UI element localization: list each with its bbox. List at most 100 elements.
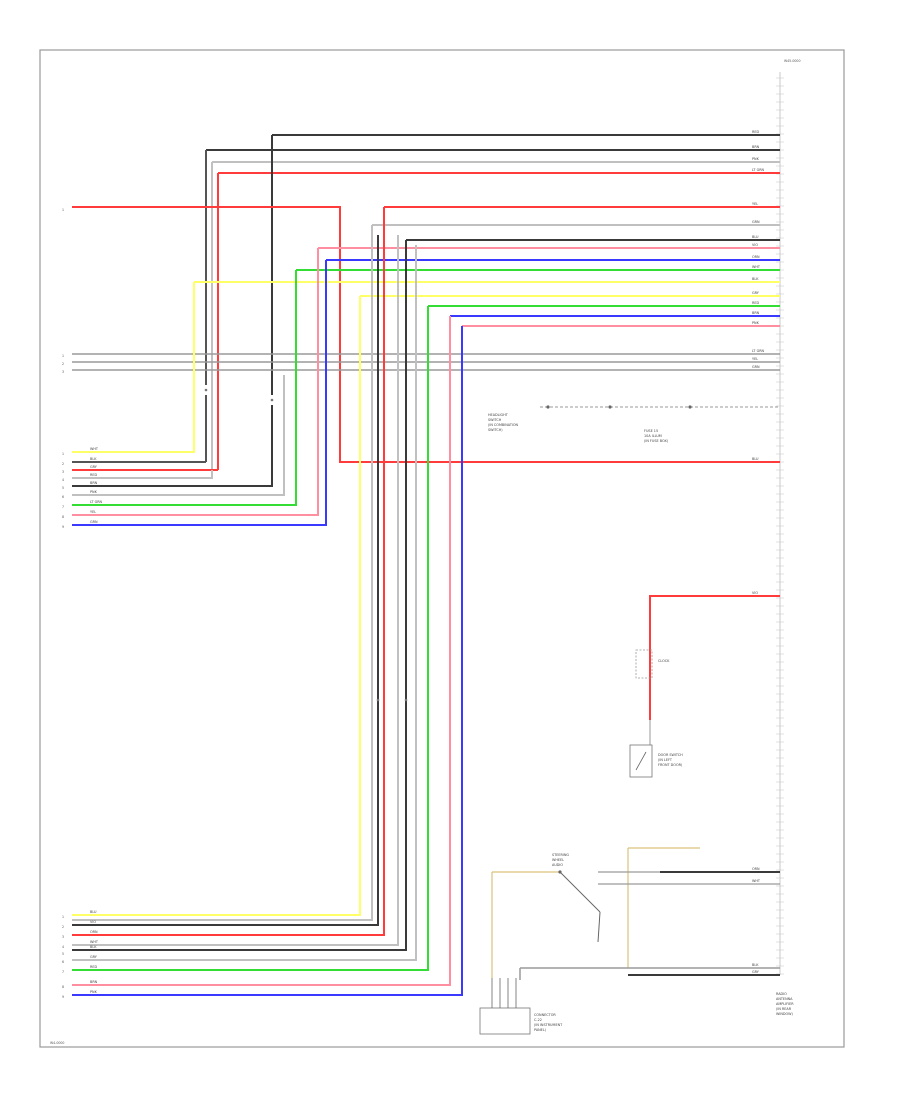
- right-wire-label: BLK: [752, 963, 759, 967]
- steering-switches: STEERING WHEEL AUDIO: [552, 853, 601, 943]
- steering-label-2: WHEEL: [552, 858, 564, 862]
- fuse-block: FUSE 15 10A ILLUM (IN FUSE BOX): [644, 429, 669, 443]
- wire-gray-l2: [72, 375, 285, 496]
- splices: [204, 388, 408, 702]
- bottom-conn-label-4: PANEL): [534, 1028, 547, 1032]
- svg-text:1: 1: [62, 354, 64, 358]
- clock-label: CLOCK: [658, 659, 670, 663]
- right-wire-label: VIO: [752, 591, 758, 595]
- svg-text:5: 5: [62, 486, 64, 490]
- left-wire-label: RED: [90, 965, 97, 969]
- bottom-left-code: W4-0000: [50, 1041, 64, 1045]
- wire-pink-l: [72, 248, 319, 516]
- svg-text:1: 1: [62, 452, 64, 456]
- right-wire-label: RED: [752, 130, 759, 134]
- right-wire-label: ORN: [752, 867, 760, 871]
- left-wire-label: VIO: [90, 920, 96, 924]
- left-wire-label: BLK: [90, 457, 97, 461]
- wires: [72, 134, 780, 996]
- wire-black-l2: [72, 480, 273, 487]
- wire-black-dn2: [72, 240, 407, 951]
- right-wire-label: GRY: [752, 291, 760, 295]
- wire-tan-br: [491, 847, 700, 978]
- svg-text:2: 2: [62, 925, 64, 929]
- right-wire-label: VIO: [752, 243, 758, 247]
- wire-gray-dn2: [72, 235, 399, 946]
- wire-gray-br2: [519, 967, 780, 980]
- antenna-label-5: WINDOW): [776, 1012, 794, 1016]
- antenna-amp: RADIO ANTENNA AMPLIFIER (IN REAR WINDOW): [776, 992, 794, 1016]
- clock-component: CLOCK: [635, 649, 670, 679]
- diagram-frame: [39, 49, 845, 1048]
- left-wire-label: BLK: [90, 945, 97, 949]
- svg-text:2: 2: [62, 362, 64, 366]
- svg-text:7: 7: [62, 970, 64, 974]
- wire-gray-dn: [72, 225, 373, 921]
- left-wire-label: GRY: [90, 465, 98, 469]
- right-wire-label: GRY: [752, 970, 760, 974]
- headlight-switch-label-3: (IN COMBINATION: [488, 423, 519, 427]
- left-wire-label: PNK: [90, 490, 98, 494]
- headlight-switch-label-1: HEADLIGHT: [488, 413, 509, 417]
- right-wire-label: BRN: [752, 145, 760, 149]
- bottom-conn-label-3: (IN INSTRUMENT: [534, 1023, 563, 1027]
- svg-text:9: 9: [62, 995, 64, 999]
- svg-text:4: 4: [62, 945, 64, 949]
- wire-gray-br: [598, 871, 780, 885]
- left-wire-label: BLU: [90, 910, 97, 914]
- right-connector: [776, 72, 784, 975]
- headlight-switch-label-2: SWITCH: [488, 418, 502, 422]
- right-wire-label: GRN: [752, 365, 760, 369]
- wire-yellow-l: [72, 282, 195, 453]
- right-wire-label: LT GRN: [752, 168, 765, 172]
- left-wire-label: YEL: [90, 510, 96, 514]
- svg-text:5: 5: [62, 952, 64, 956]
- left-wire-label: GRN: [90, 520, 98, 524]
- door-switch-label-3: FRONT DOOR): [658, 763, 683, 767]
- antenna-label-1: RADIO: [776, 992, 787, 996]
- top-right-code: W45-0000: [784, 59, 800, 63]
- door-switch-label-1: DOOR SWITCH: [658, 753, 683, 757]
- svg-text:1: 1: [62, 915, 64, 919]
- right-wire-label: YEL: [752, 357, 758, 361]
- right-wire-label: GRN: [752, 220, 760, 224]
- fuse-label-3: (IN FUSE BOX): [644, 439, 669, 443]
- bottom-conn-label-2: C-22: [534, 1018, 542, 1022]
- headlight-switch-label-4: SWITCH): [488, 428, 503, 432]
- steering-label-3: AUDIO: [552, 863, 563, 867]
- svg-text:6: 6: [62, 495, 64, 499]
- wire-red-feed: [72, 206, 780, 463]
- wire-blue-dn: [72, 326, 463, 996]
- left-wire-label: BRN: [90, 481, 98, 485]
- right-wire-label: RED: [752, 301, 759, 305]
- svg-text:7: 7: [62, 505, 64, 509]
- left-wire-label: RED: [90, 473, 97, 477]
- antenna-label-4: (IN REAR: [776, 1007, 792, 1011]
- fuse-label-2: 10A ILLUM: [644, 434, 662, 438]
- wire-black-dn1: [72, 235, 379, 926]
- left-wire-label: LT GRN: [90, 500, 103, 504]
- right-wire-label: BLK: [752, 277, 759, 281]
- wire-green-l: [72, 270, 297, 506]
- right-wire-label: BRN: [752, 311, 760, 315]
- svg-text:4: 4: [62, 478, 64, 482]
- fuse-label-1: FUSE 15: [644, 429, 658, 433]
- left-wire-label: GRY: [90, 955, 98, 959]
- wire-gray-dn3: [72, 245, 417, 961]
- right-wire-label: LT GRN: [752, 349, 765, 353]
- bottom-conn-label-1: CONNECTOR: [534, 1013, 556, 1017]
- svg-text:3: 3: [62, 470, 64, 474]
- ground-block: CONNECTOR C-22 (IN INSTRUMENT PANEL): [479, 978, 563, 1035]
- svg-text:3: 3: [62, 370, 64, 374]
- headlight-switch: HEADLIGHT SWITCH (IN COMBINATION SWITCH): [488, 405, 692, 432]
- left-wire-label: WHT: [90, 447, 99, 451]
- right-wire-label: BLU: [752, 235, 759, 239]
- left-wire-label: WHT: [90, 940, 99, 944]
- right-wire-label: WHT: [752, 879, 761, 883]
- door-switch-label-2: (IN LEFT: [658, 758, 673, 762]
- svg-text:8: 8: [62, 515, 64, 519]
- svg-text:8: 8: [62, 985, 64, 989]
- left-wire-label: ORN: [90, 930, 98, 934]
